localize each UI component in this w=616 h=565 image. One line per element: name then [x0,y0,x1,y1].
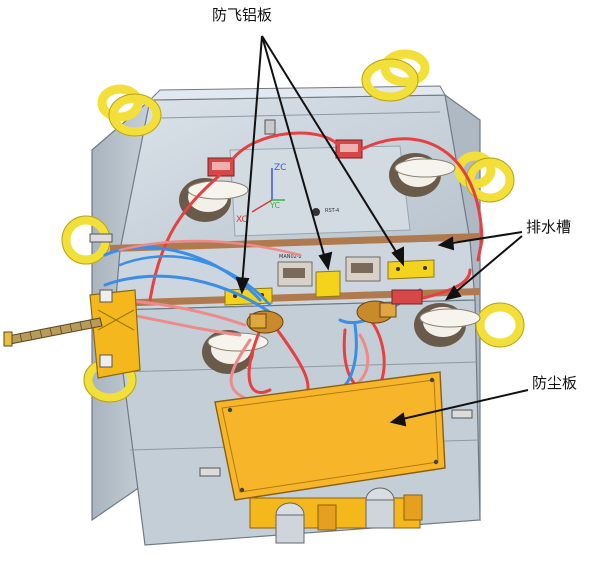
axis-label-yc: YC [269,201,280,210]
plate-tag-left: MAN02-2 [279,254,302,260]
locator-hole [312,208,320,216]
side-pins [89,233,473,477]
center-nameplates [277,256,381,287]
plate-tag-mid: RST-4 [325,208,339,214]
water-connectors-top [207,119,363,177]
axis-label-xc: XC [236,215,248,225]
brass-fittings [246,289,423,334]
callout-dust-plate: 防尘板 [532,374,578,392]
callout-drain-groove: 排水槽 [526,218,572,236]
callout-leaders [235,35,529,427]
callout-aluminum-plate: 防飞铝板 [212,6,273,24]
bottom-cylinders [249,487,423,544]
dust-plate [214,371,446,501]
ejector-rod [3,317,103,347]
axis-label-zc: ZC [274,163,286,173]
left-bracket [89,289,141,379]
axis-triad [251,168,285,213]
